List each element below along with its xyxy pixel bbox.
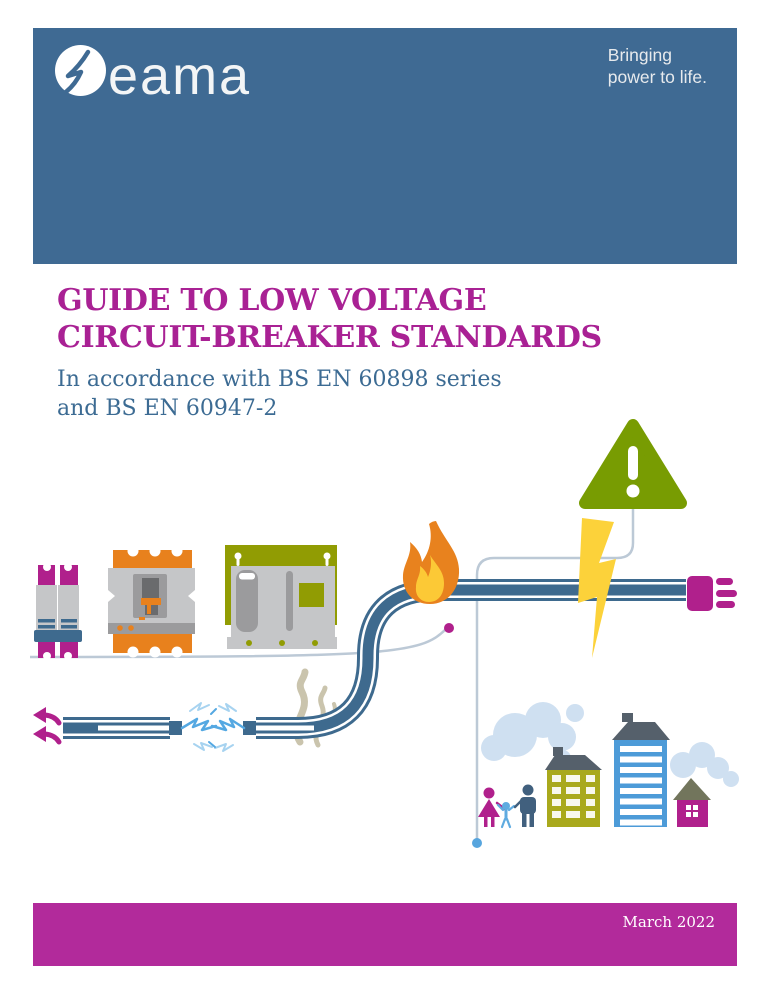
tagline-line1: Bringing (607, 45, 672, 65)
tagline: Bringing power to life. (608, 45, 707, 89)
header-band: eama Bringing power to life. (33, 28, 737, 264)
cloud-icon (481, 702, 739, 787)
flame-icon (402, 521, 460, 604)
cable-left-piece (63, 717, 182, 739)
plug-icon (687, 576, 737, 611)
footer-band: March 2022 (33, 903, 737, 966)
subtitle-line2: and BS EN 60947-2 (57, 396, 278, 421)
mccb-circuit-breaker-icon (108, 545, 195, 658)
tagline-line2: power to life. (607, 66, 707, 87)
child-figure (496, 802, 516, 829)
mcb-circuit-breaker-icon (34, 563, 82, 660)
beama-logo: eama (55, 45, 252, 106)
magenta-callout-dot (444, 623, 454, 633)
cable-main-run (243, 579, 686, 739)
lightning-b-icon (63, 49, 91, 95)
house-icon (673, 778, 711, 827)
beama-logo-b-icon (55, 45, 106, 96)
subtitle: In accordance with BS EN 60898 series an… (57, 365, 602, 423)
subtitle-line1: In accordance with BS EN 60898 series (57, 367, 502, 392)
logo-wordmark: eama (108, 46, 252, 106)
warning-triangle-icon (579, 419, 687, 509)
page-title-line1: GUIDE TO LOW VOLTAGE (57, 283, 487, 318)
publication-date: March 2022 (622, 913, 715, 931)
acb-circuit-breaker-icon (225, 545, 337, 649)
escape-arrows-icon (33, 707, 62, 745)
lightning-bolt-icon (578, 518, 616, 658)
triangle-callout-line (475, 509, 635, 839)
family-icon (478, 784, 536, 829)
office-building-icon (612, 713, 670, 827)
blue-callout-dot (472, 838, 482, 848)
apartment-building-icon (545, 747, 602, 827)
title-block: GUIDE TO LOW VOLTAGE CIRCUIT-BREAKER STA… (57, 282, 602, 423)
man-figure (513, 784, 536, 827)
page-title-line2: CIRCUIT-BREAKER STANDARDS (57, 320, 602, 355)
damaged-cable-arc-icon (180, 702, 246, 752)
